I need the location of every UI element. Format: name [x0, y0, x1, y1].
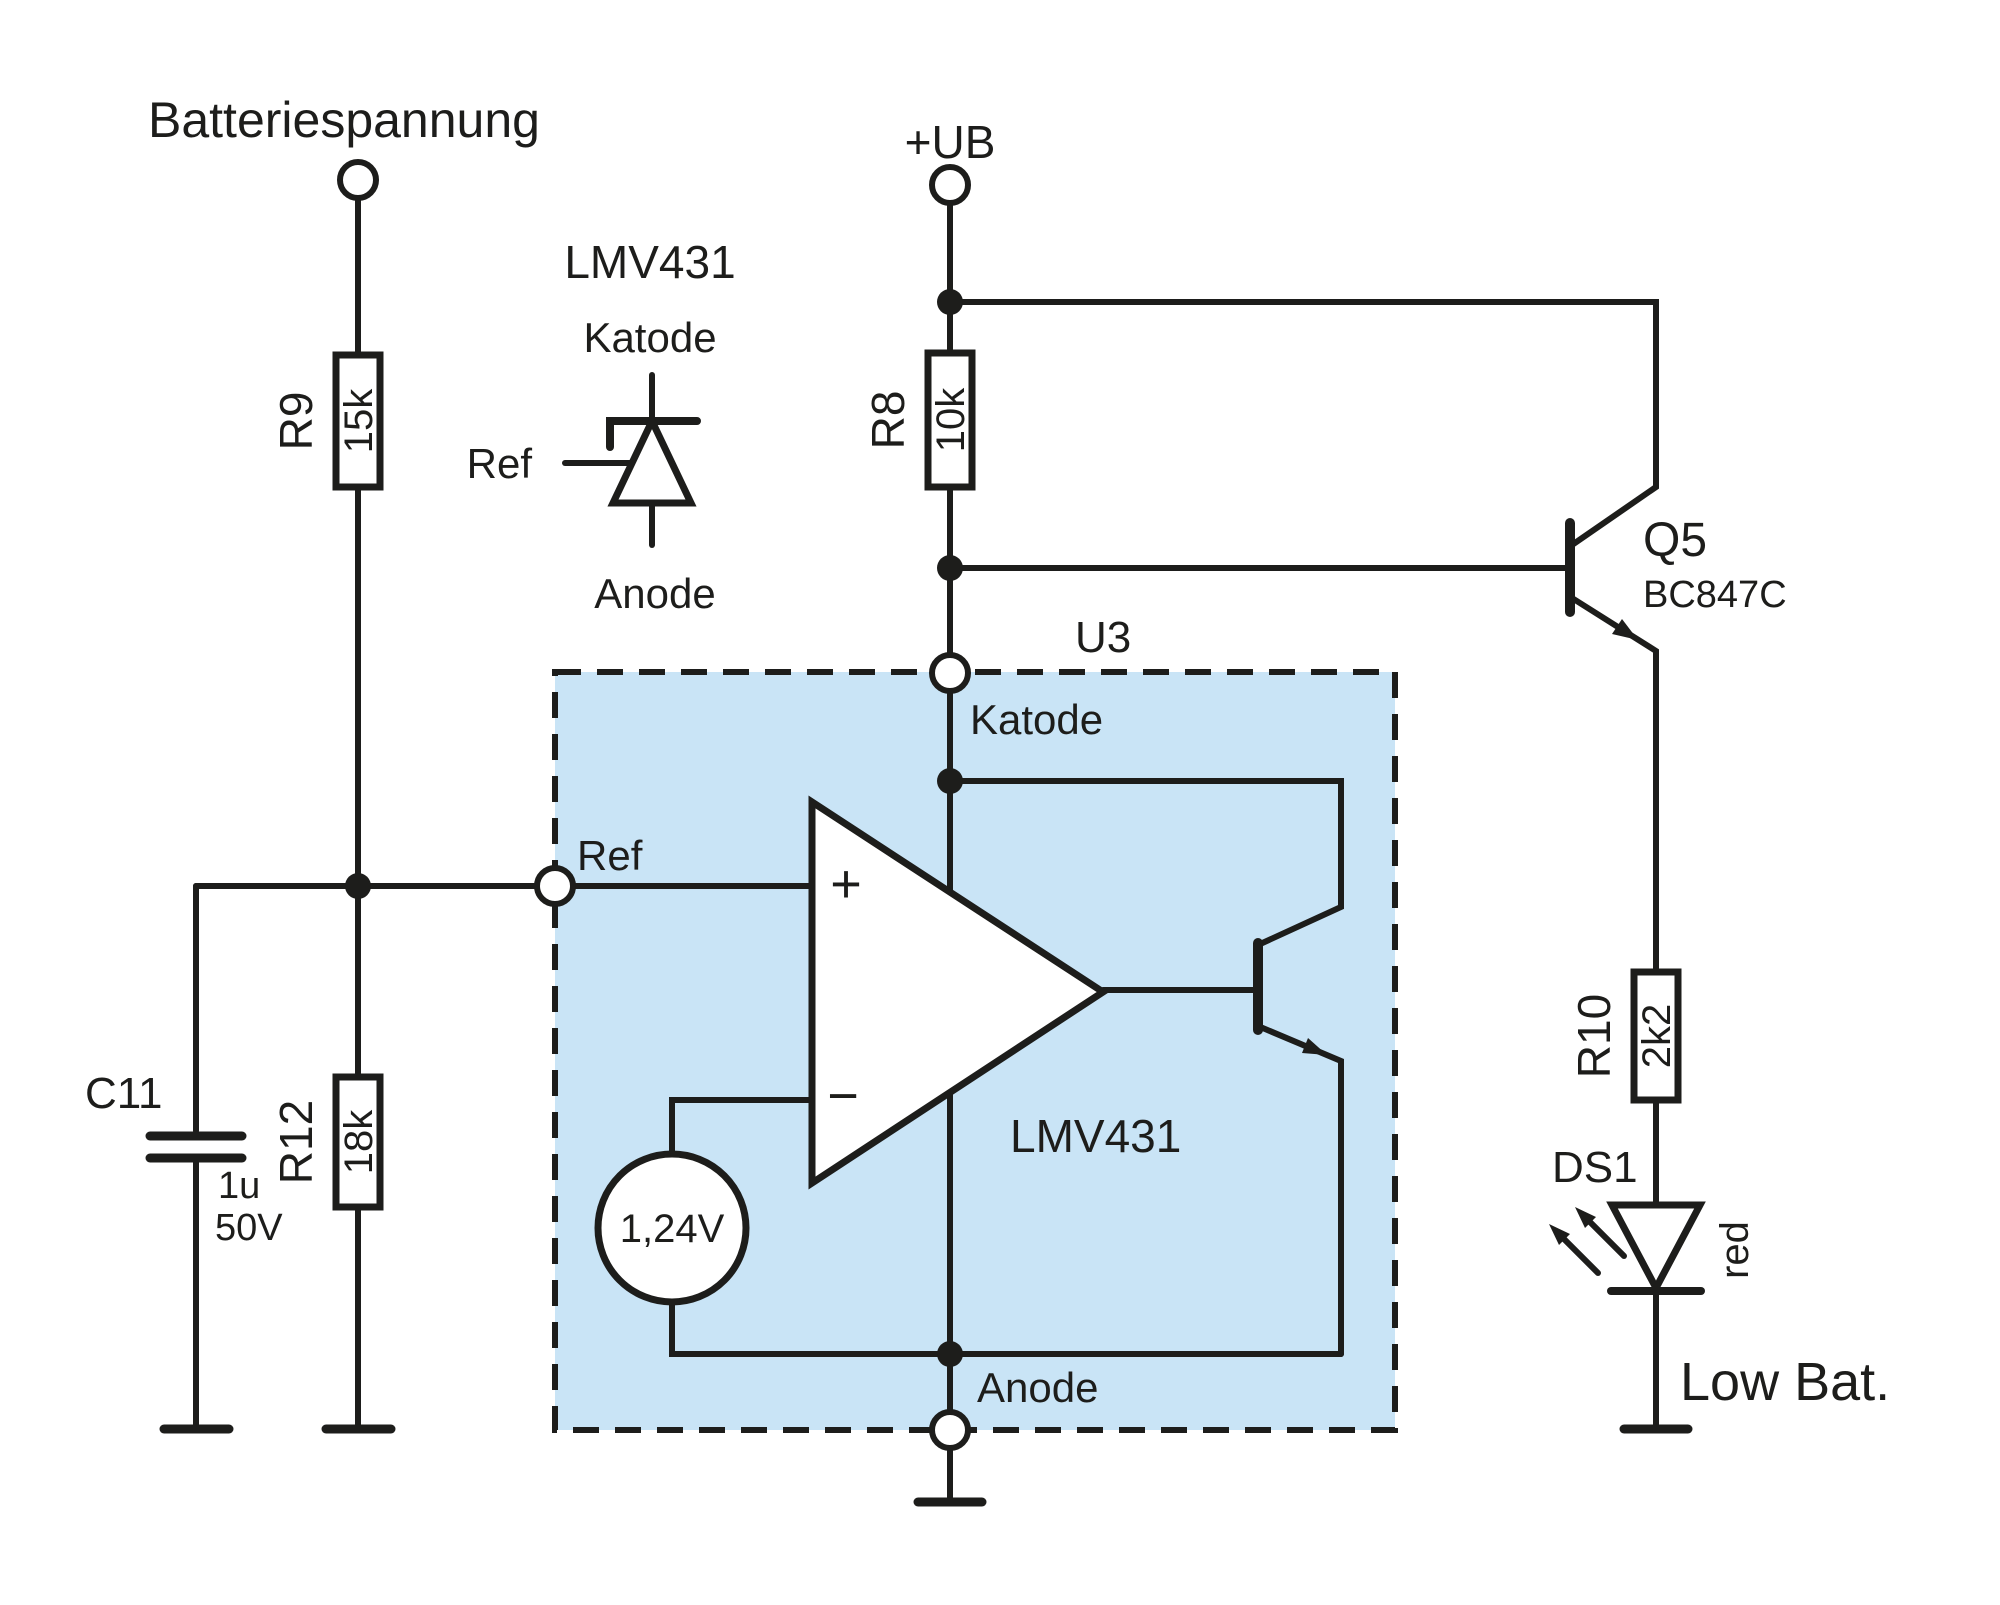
- internal-transistor: [1253, 938, 1327, 1055]
- wire-internal-emitter: [1255, 1023, 1344, 1357]
- pin-ref: [534, 865, 576, 907]
- u3-katode-label: Katode: [970, 696, 1103, 743]
- led-ds1: [1549, 1201, 1706, 1296]
- junction-dots: [345, 289, 963, 1367]
- capacitor-c11: [145, 1131, 247, 1163]
- junction-dot: [937, 768, 963, 794]
- pin-katode: [929, 652, 971, 694]
- led-emission-arrowhead-icon: [1575, 1207, 1596, 1228]
- junction-dot: [345, 873, 371, 899]
- u3-part-label: LMV431: [1010, 1110, 1181, 1162]
- wire-internal-collector: [947, 778, 1344, 948]
- u3-anode-label: Anode: [977, 1364, 1098, 1411]
- r8-value: 10k: [929, 387, 973, 452]
- label-ub: +UB: [905, 116, 996, 168]
- opamp-plus-input: +: [830, 854, 862, 914]
- c11-value: 1u: [218, 1165, 260, 1207]
- wire-opamp-minus-to-vref: [669, 1097, 815, 1157]
- wire-ub-to-q5-collector: [947, 299, 1659, 548]
- led-emission-arrowhead-icon: [1549, 1224, 1570, 1245]
- lmv431-shunt-regulator-icon: [562, 372, 701, 548]
- terminal-ub: [929, 164, 971, 206]
- r12-designator: R12: [270, 1100, 322, 1184]
- symbol-katode-label: Katode: [583, 314, 716, 361]
- r9-designator: R9: [270, 392, 322, 451]
- junction-dot: [937, 1341, 963, 1367]
- resistor-r8: [924, 349, 976, 491]
- terminal-batteriespannung: [337, 159, 379, 201]
- c11-voltage: 50V: [215, 1207, 283, 1249]
- led-triangle: [1606, 1201, 1706, 1296]
- low-bat-label: Low Bat.: [1680, 1352, 1890, 1412]
- opamp-triangle: [808, 795, 1110, 1190]
- opamp-minus-input: −: [827, 1066, 859, 1126]
- r10-value: 2k2: [1635, 1004, 1679, 1069]
- c11-designator: C11: [85, 1069, 162, 1118]
- vref-source-circle: [594, 1150, 750, 1306]
- vref-value: 1,24V: [620, 1207, 725, 1251]
- symbol-ref-label: Ref: [467, 440, 533, 487]
- pin-anode: [929, 1409, 971, 1451]
- q5-part: BC847C: [1643, 574, 1787, 616]
- emitter-arrow-icon: [1302, 1038, 1327, 1055]
- title-batteriespannung: Batteriespannung: [148, 92, 540, 148]
- emitter-arrow-icon: [1612, 619, 1638, 640]
- ds1-designator: DS1: [1552, 1143, 1638, 1192]
- resistor-r10: [1630, 968, 1682, 1104]
- resistor-r12: [332, 1073, 384, 1211]
- symbol-part-label: LMV431: [564, 236, 735, 288]
- r9-value: 15k: [337, 388, 381, 453]
- wire-q5-emitter-to-r10: [1569, 595, 1659, 975]
- u3-ref-label: Ref: [577, 832, 643, 879]
- r8-designator: R8: [862, 391, 914, 450]
- symbol-anode-label: Anode: [594, 570, 715, 617]
- junction-dot: [937, 289, 963, 315]
- resistor-r9: [332, 351, 384, 491]
- symbol-cathode-bar: [606, 417, 701, 451]
- r10-designator: R10: [1568, 994, 1620, 1078]
- ds1-color: red: [1713, 1221, 1757, 1279]
- q5-designator: Q5: [1643, 514, 1707, 567]
- r12-value: 18k: [337, 1109, 381, 1174]
- wire-vref-to-anode: [669, 1299, 1344, 1357]
- u3-designator: U3: [1075, 613, 1131, 662]
- transistor-q5: [1565, 518, 1638, 640]
- junction-dot: [937, 555, 963, 581]
